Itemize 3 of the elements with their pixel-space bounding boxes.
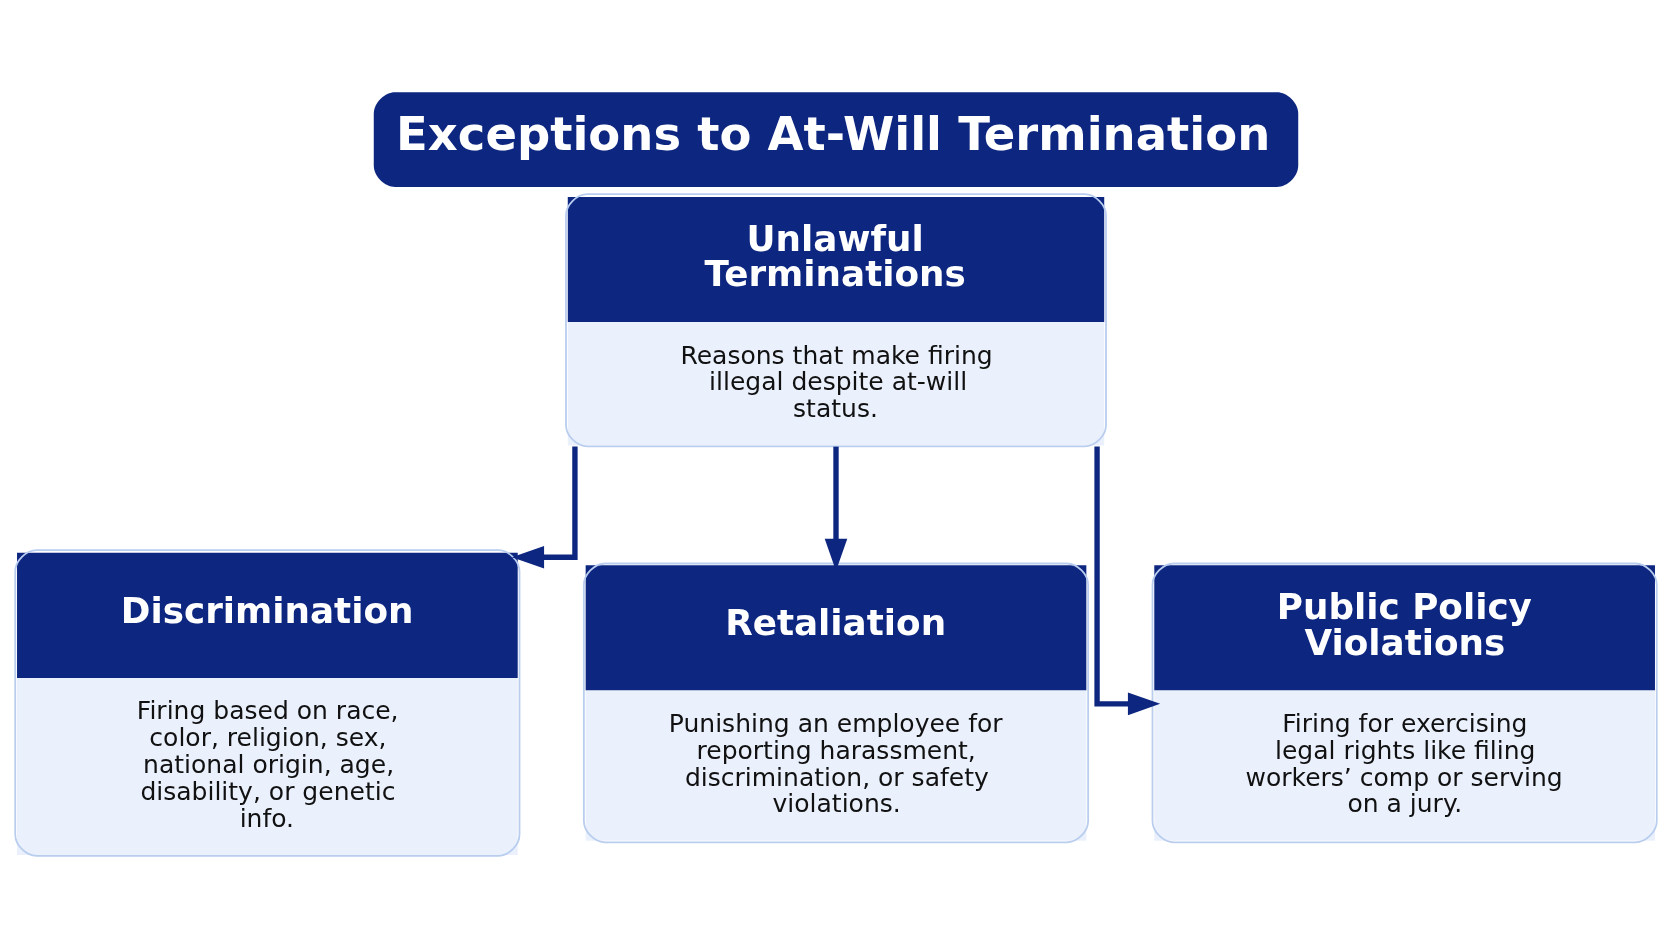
arrow <box>511 446 578 569</box>
diagram-title: Exceptions to At-Will Termination <box>396 107 1271 162</box>
arrow <box>1094 446 1161 716</box>
